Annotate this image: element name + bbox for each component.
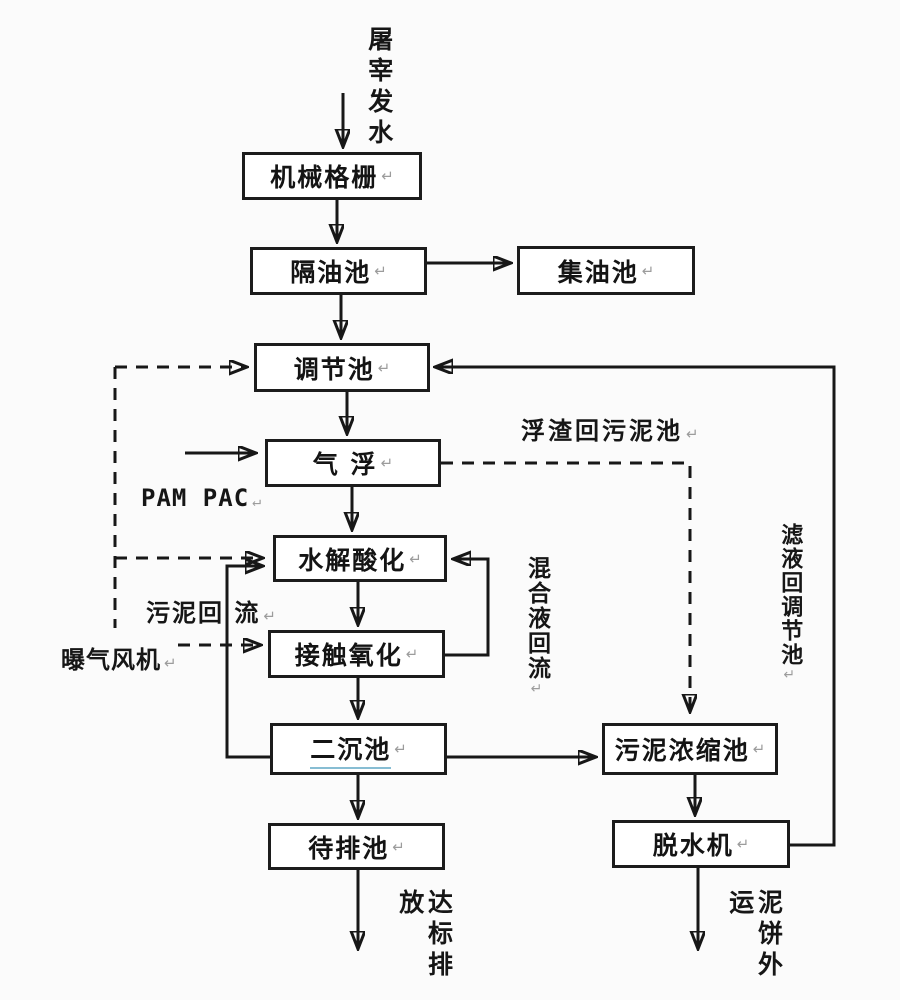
mixed-liquor-return-label: 混合液回流↵: [523, 556, 549, 697]
sludge-return-text: 污泥回 流: [146, 599, 261, 627]
paragraph-return-icon: ↵: [392, 837, 405, 856]
paragraph-return-icon: ↵: [736, 835, 750, 853]
paragraph-return-icon: ↵: [377, 358, 391, 377]
paragraph-return-icon: ↵: [394, 740, 407, 758]
paragraph-return-icon: ↵: [641, 261, 655, 280]
node-label: 隔油池: [290, 258, 372, 287]
mud-cake-out-text: 泥饼外运: [725, 889, 784, 982]
node-dewatering-machine: 脱水机↵: [612, 820, 790, 868]
node-regulating-tank: 调节池↵: [254, 343, 430, 392]
node-secondary-sedimentation-tank: 二沉池↵: [270, 723, 447, 775]
discharge-standard-label: 达标排放: [395, 889, 454, 1000]
discharge-standard-text: 达标排放: [395, 889, 454, 982]
paragraph-return-icon: ↵: [164, 654, 177, 672]
node-label: 污泥浓缩池: [614, 736, 750, 765]
scum-return-dashed-line: [441, 461, 690, 711]
paragraph-return-icon: ↵: [686, 425, 699, 443]
paragraph-return-icon: ↵: [381, 167, 394, 185]
aeration-fan-text: 曝气风机: [61, 646, 161, 674]
paragraph-return-icon: ↵: [263, 607, 276, 625]
node-air-flotation: 气 浮↵: [265, 439, 441, 487]
node-label: 机械格栅: [270, 163, 379, 192]
filtrate-return-label: 滤液回调节池↵: [777, 523, 802, 683]
filtrate-return-text: 滤液回调节池: [777, 523, 803, 667]
node-contact-oxidation: 接触氧化↵: [268, 630, 445, 678]
mixed-liquor-return-line: [445, 559, 490, 657]
node-label: 脱水机: [652, 831, 734, 860]
paragraph-return-icon: ↵: [528, 681, 545, 697]
paragraph-return-icon: ↵: [409, 549, 422, 568]
node-sludge-thickening-tank: 污泥浓缩池↵: [602, 723, 778, 775]
paragraph-return-icon: ↵: [752, 740, 766, 758]
node-label: 水解酸化: [298, 545, 407, 575]
pam-pac-text: PAM PAC: [141, 484, 250, 512]
sludge-return-label: 污泥回 流↵: [146, 593, 276, 628]
pam-pac-label: PAM PAC↵: [141, 484, 261, 512]
mixed-liquor-return-text: 混合液回流: [523, 556, 550, 681]
node-label: 待排池: [308, 833, 390, 863]
node-label: 二沉池: [310, 730, 392, 769]
node-hydrolysis-acidification: 水解酸化↵: [273, 535, 447, 582]
node-label: 接触氧化: [294, 641, 403, 670]
paragraph-return-icon: ↵: [252, 492, 262, 510]
paragraph-return-icon: ↵: [781, 667, 798, 683]
aeration-fan-label: 曝气风机↵: [61, 640, 177, 675]
paragraph-return-icon: ↵: [380, 454, 394, 472]
node-discharge-holding-tank: 待排池↵: [268, 823, 445, 870]
scum-return-label: 浮渣回污泥池↵: [521, 411, 699, 446]
sludge-return-line: [225, 566, 270, 759]
mud-cake-out-label: 泥饼外运: [725, 889, 784, 1000]
node-oil-separation-tank: 隔油池↵: [250, 247, 427, 295]
node-oil-collection-tank: 集油池↵: [517, 246, 695, 295]
scum-return-text: 浮渣回污泥池: [521, 417, 683, 445]
paragraph-return-icon: ↵: [374, 262, 387, 280]
node-mechanical-screen: 机械格栅↵: [242, 152, 422, 200]
inlet-label: 屠宰发水↵: [364, 26, 394, 166]
node-label: 气 浮: [312, 450, 378, 479]
filtrate-return-line: [436, 367, 836, 847]
paragraph-return-icon: ↵: [405, 645, 419, 663]
node-label: 集油池: [557, 257, 639, 287]
node-label: 调节池: [293, 354, 375, 384]
inlet-label-text: 屠宰发水: [364, 26, 394, 150]
